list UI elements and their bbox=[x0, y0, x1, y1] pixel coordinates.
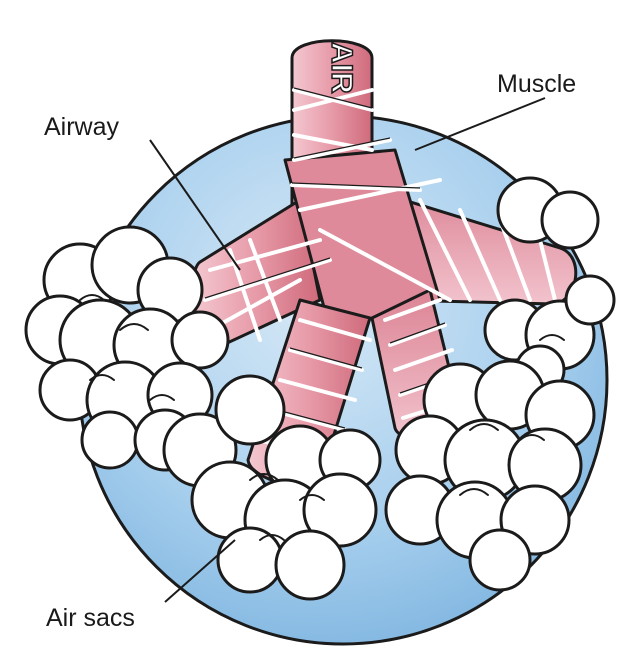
muscle-band-outlines bbox=[204, 87, 459, 429]
label-air-sacs: Air sacs bbox=[46, 604, 135, 632]
air-sac-right bbox=[483, 176, 616, 396]
label-muscle: Muscle bbox=[497, 70, 577, 98]
air-sac-texture bbox=[79, 294, 565, 541]
leader-line-airway bbox=[149, 139, 241, 271]
leader-lines bbox=[149, 97, 546, 603]
air-sac-bottom-center bbox=[162, 374, 382, 601]
label-airway: Airway bbox=[44, 113, 120, 141]
air-sacs bbox=[24, 176, 616, 601]
air-sac-left bbox=[24, 225, 230, 472]
leader-line-muscle bbox=[414, 97, 546, 151]
leader-line-air-sacs bbox=[164, 539, 236, 603]
air-sac-bottom-right bbox=[384, 359, 596, 592]
air-text: AIR bbox=[325, 42, 358, 94]
